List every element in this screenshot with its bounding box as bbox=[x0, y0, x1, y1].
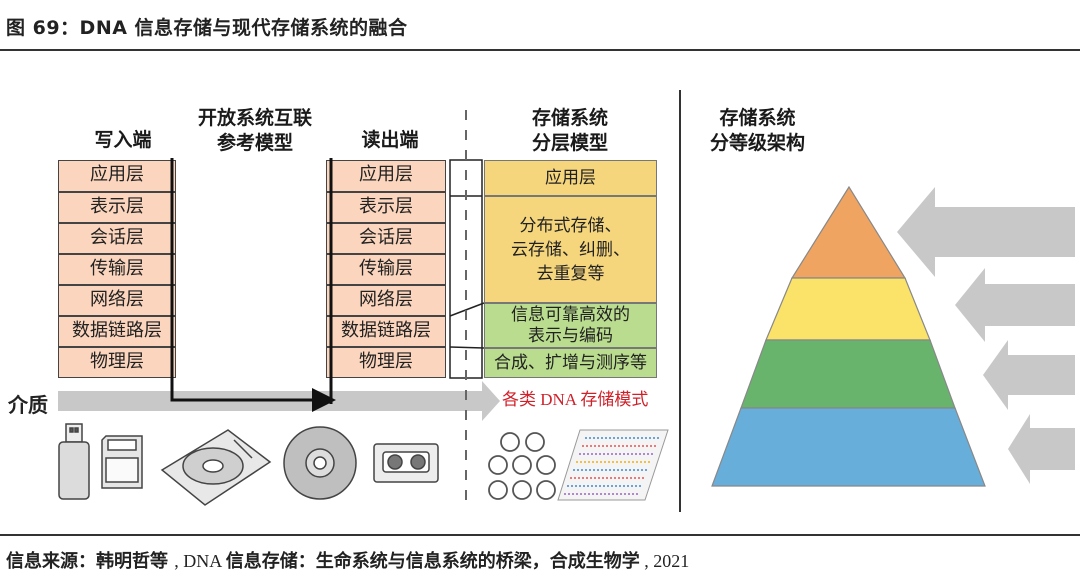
use-label-high-performance: 高性能数据应用 bbox=[940, 222, 1066, 243]
tape-cassette-icon bbox=[373, 443, 439, 483]
cd-disc-icon bbox=[283, 426, 357, 500]
use-label-online: 在线数据 bbox=[989, 298, 1061, 319]
source-note: 信息来源：韩明哲等 , DNA 信息存储：生命系统与信息系统的桥梁，合成生物学 … bbox=[6, 551, 690, 572]
write-layer: 网络层 bbox=[58, 285, 176, 316]
read-end-header: 读出端 bbox=[361, 129, 419, 151]
hierarchy-header: 存储系统分等级架构 bbox=[709, 107, 805, 154]
read-layer: 会话层 bbox=[326, 223, 446, 254]
read-layer: 网络层 bbox=[326, 285, 446, 316]
storage-tier-application: 应用层 bbox=[484, 160, 657, 196]
top-divider bbox=[0, 49, 1080, 51]
osi-header: 开放系统互联参考模型 bbox=[197, 107, 312, 154]
usb-stick-icon bbox=[58, 423, 90, 500]
write-layer: 物理层 bbox=[58, 347, 176, 378]
write-layer: 传输层 bbox=[58, 254, 176, 285]
mapping-bracket bbox=[449, 159, 483, 379]
write-layer: 会话层 bbox=[58, 223, 176, 254]
storage-model-header: 存储系统分层模型 bbox=[531, 107, 608, 154]
level-4-label: TAPE/CD/DNA 第 4 级 bbox=[784, 433, 896, 475]
write-layer: 表示层 bbox=[58, 192, 176, 223]
read-layer: 数据链路层 bbox=[326, 316, 446, 347]
storage-tier-distributed: 分布式存储、 云存储、纠删、 去重复等 bbox=[484, 196, 657, 303]
read-layer: 应用层 bbox=[326, 160, 446, 192]
storage-tier-encoding: 信息可靠高效的 表示与编码 bbox=[484, 303, 657, 348]
dna-circles-icon bbox=[488, 432, 556, 500]
floppy-disk-icon bbox=[160, 429, 272, 506]
storage-tier-synthesis: 合成、扩增与测序等 bbox=[484, 348, 657, 378]
figure-title: 图 69：DNA 信息存储与现代存储系统的融合 bbox=[6, 17, 408, 39]
write-layer: 数据链路层 bbox=[58, 316, 176, 347]
read-layer: 传输层 bbox=[326, 254, 446, 285]
medium-label: 介质 bbox=[8, 393, 48, 417]
dna-modes-label: 各类 DNA 存储模式 bbox=[502, 390, 649, 409]
bottom-divider bbox=[0, 534, 1080, 536]
read-layer: 表示层 bbox=[326, 192, 446, 223]
sd-card-icon bbox=[101, 435, 143, 489]
write-end-header: 写入端 bbox=[94, 129, 152, 151]
write-layer: 应用层 bbox=[58, 160, 176, 192]
use-label-archive: 归档 bbox=[1022, 443, 1058, 464]
medium-arrow bbox=[58, 381, 500, 421]
dna-array-icon bbox=[557, 429, 669, 501]
data-flow-line bbox=[170, 158, 314, 402]
use-label-non-realtime: 非实时 bbox=[1006, 368, 1060, 389]
read-layer: 物理层 bbox=[326, 347, 446, 378]
